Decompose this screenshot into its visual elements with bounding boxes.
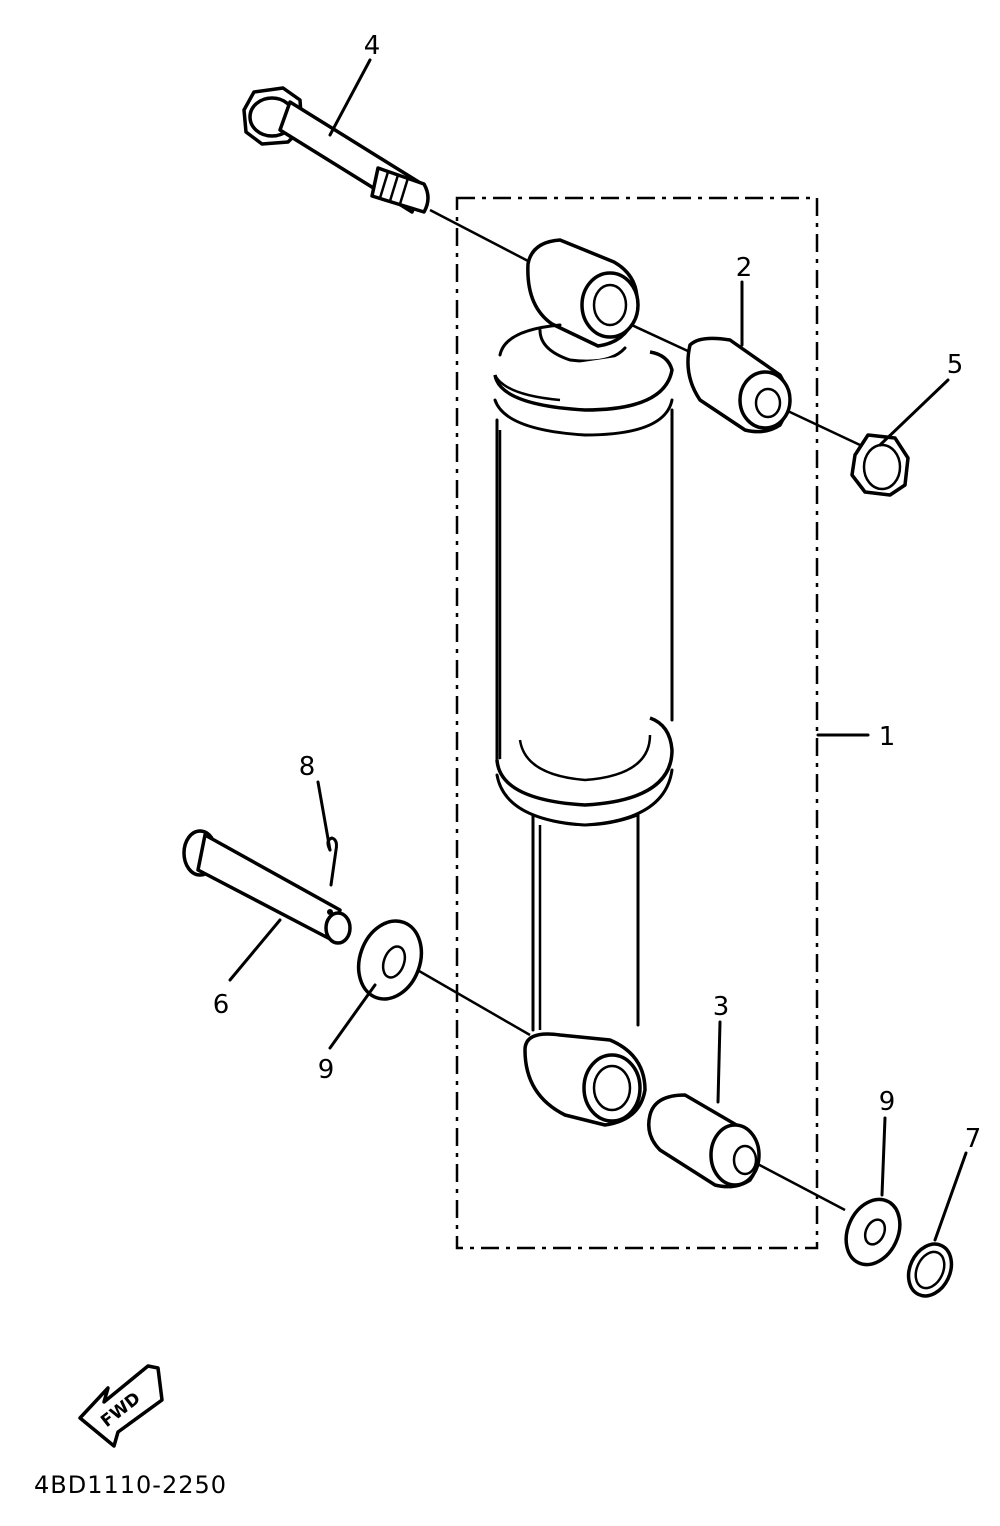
- label-part-7: 7: [965, 1124, 982, 1154]
- washer-part-9-left: [356, 919, 424, 1001]
- label-leaders: [228, 58, 968, 1242]
- bolt-part-4: [242, 86, 430, 214]
- drawing-code: 4BD1110-2250: [34, 1471, 227, 1499]
- label-part-2: 2: [736, 253, 753, 283]
- label-part-8: 8: [299, 752, 316, 782]
- part-labels: 4 2 5 1 8 6 9 3 9 7: [213, 31, 982, 1154]
- shock-absorber-part-1: [493, 238, 674, 1127]
- pin-part-6: [182, 829, 352, 945]
- label-part-9-left: 9: [318, 1055, 335, 1085]
- label-part-5: 5: [947, 350, 964, 380]
- label-part-6: 6: [213, 990, 230, 1020]
- label-part-9-right: 9: [879, 1087, 896, 1117]
- fwd-arrow-icon: FWD: [78, 1364, 164, 1448]
- label-part-4: 4: [364, 31, 381, 61]
- nut-part-5: [850, 433, 910, 497]
- washer-part-9-right: [844, 1197, 902, 1267]
- ring-part-7: [906, 1242, 954, 1298]
- label-part-3: 3: [713, 992, 730, 1022]
- bushing-part-3: [647, 1093, 761, 1189]
- bushing-part-2: [686, 336, 792, 434]
- label-part-1: 1: [879, 722, 896, 752]
- assembly-boundary: [455, 196, 870, 1250]
